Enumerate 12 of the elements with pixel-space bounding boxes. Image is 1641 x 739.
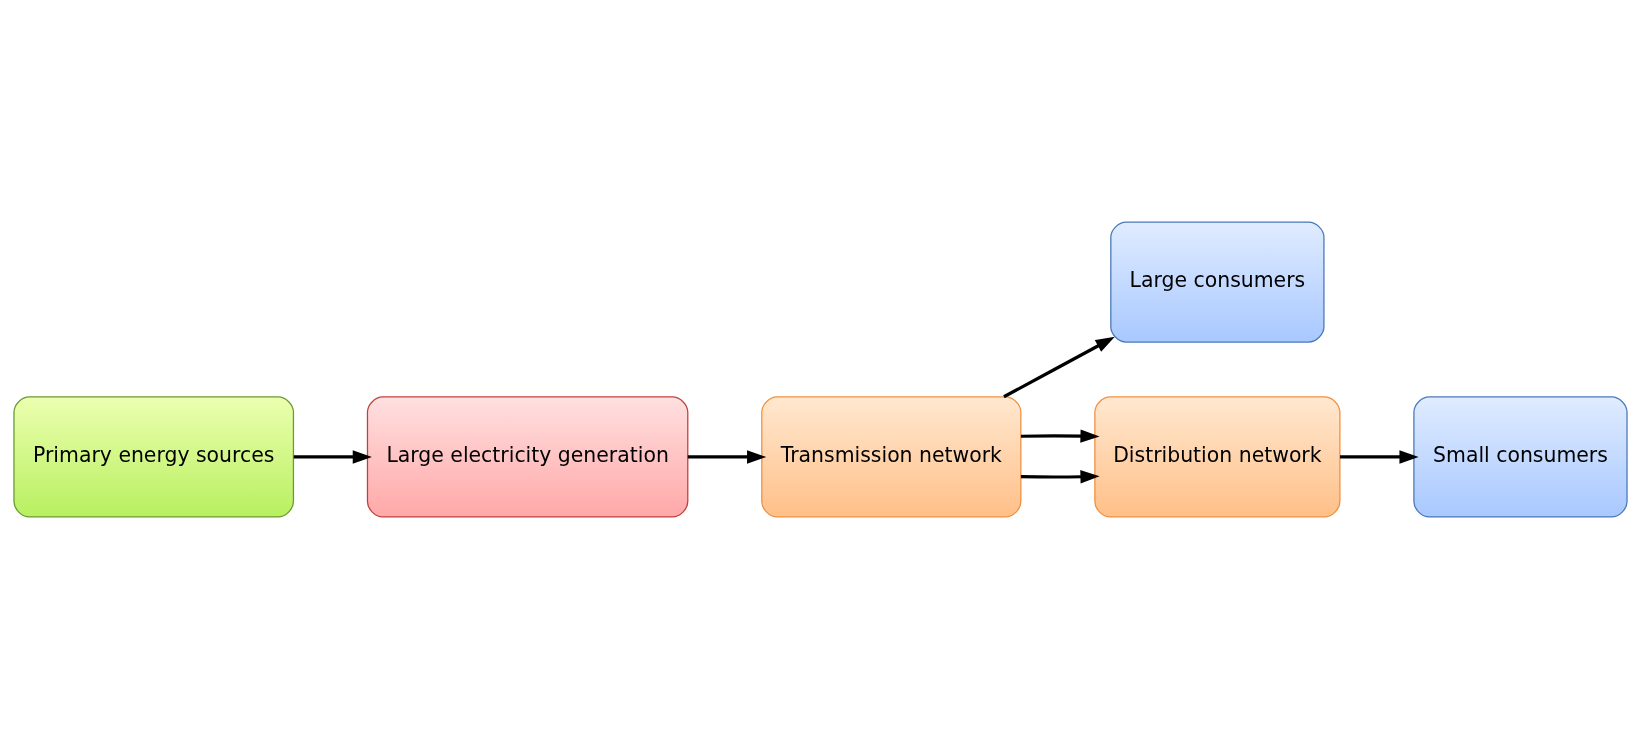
arrow xyxy=(1020,470,1100,484)
arrow xyxy=(687,450,767,464)
arrow xyxy=(1003,336,1115,399)
node-box: Distribution network xyxy=(1094,396,1341,518)
node-box: Large consumers xyxy=(1110,221,1325,343)
node-box: Primary energy sources xyxy=(13,396,295,518)
arrow xyxy=(293,450,372,464)
node-box: Transmission network xyxy=(761,396,1022,518)
arrow xyxy=(1340,450,1419,464)
arrow xyxy=(1020,429,1100,443)
node-box: Large electricity generation xyxy=(366,396,689,518)
node-box: Small consumers xyxy=(1413,396,1628,518)
